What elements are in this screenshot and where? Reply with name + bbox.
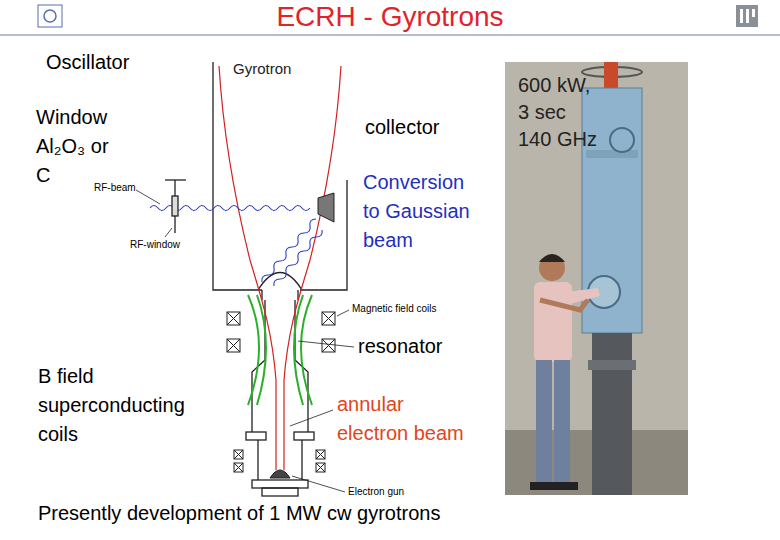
section-heading: Oscillator <box>46 50 129 74</box>
logo-right <box>736 5 758 27</box>
part-label: collector <box>365 115 439 139</box>
logo-left <box>38 5 62 27</box>
slide-caption: Presently development of 1 MW cw gyrotro… <box>38 502 440 525</box>
part-label: B field superconducting coils <box>38 362 216 449</box>
part-label: RF-window <box>130 239 180 251</box>
part-label: Magnetic field coils <box>352 303 436 315</box>
electron-gun-shape <box>270 470 290 478</box>
rf-window-symbol <box>165 180 186 233</box>
figure-label: Gyrotron <box>233 60 291 78</box>
callout-note: Conversion to Gaussian beam <box>363 168 478 255</box>
magnetic-field-lines <box>248 295 312 405</box>
electron-beam-lines <box>219 66 341 470</box>
gyrotron-photo <box>505 62 688 495</box>
header-rule <box>0 34 780 36</box>
part-label: Window Al₂O₃ or C <box>36 103 114 190</box>
gyrotron-housing <box>213 62 347 496</box>
coil-symbols <box>227 312 335 472</box>
spec-note: 600 kW, 3 sec 140 GHz <box>518 72 600 153</box>
mirror <box>318 193 334 222</box>
leader-lines <box>136 190 354 492</box>
part-label: RF-beam <box>94 182 136 194</box>
part-label: resonator <box>358 334 443 358</box>
callout-note: annular electron beam <box>337 390 475 448</box>
part-label: Electron gun <box>348 486 404 498</box>
slide-title: ECRH - Gyrotrons <box>276 1 503 33</box>
